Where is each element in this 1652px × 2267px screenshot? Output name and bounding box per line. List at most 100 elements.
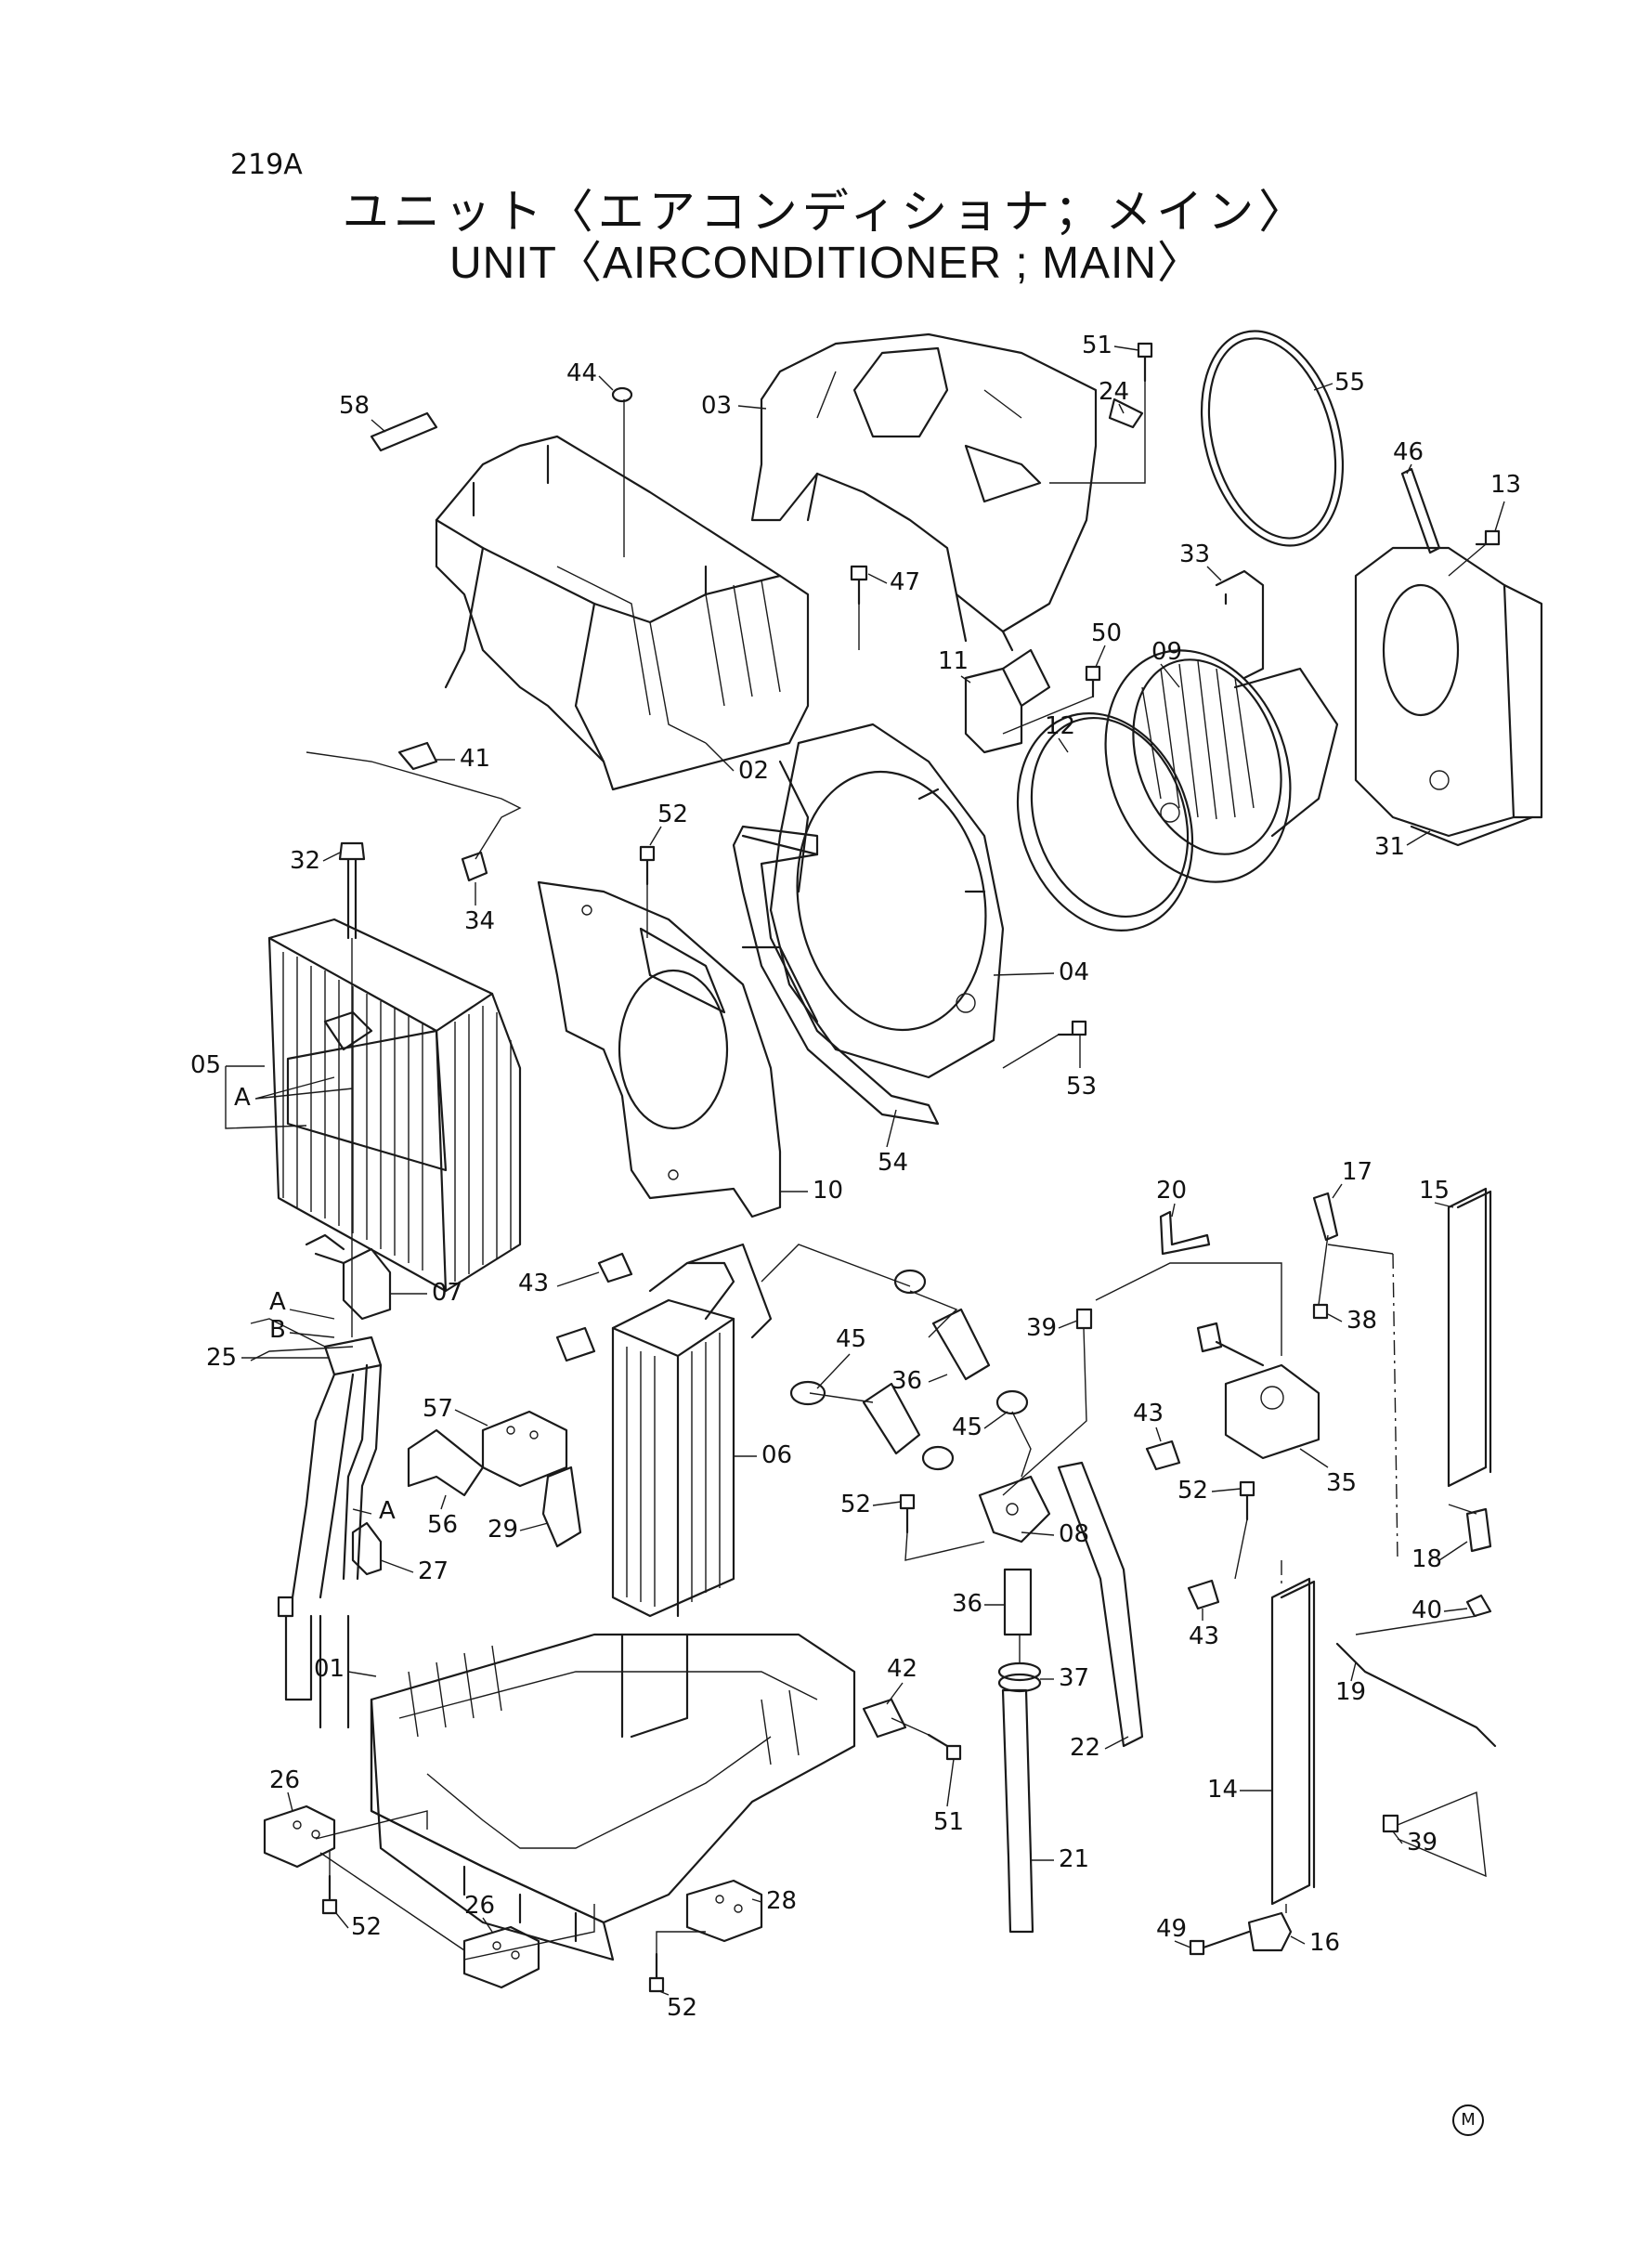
- title-japanese: ユニット〈エアコンディショナ；メイン〉: [342, 185, 1310, 239]
- bracket-24: [1108, 397, 1144, 429]
- label-43a: 43: [518, 1270, 549, 1297]
- screw-49: [1189, 1930, 1251, 1956]
- rod-19: [1335, 1642, 1497, 1748]
- trademark-mark: M: [1452, 2104, 1484, 2136]
- label-16: 16: [1309, 1929, 1340, 1957]
- label-44: 44: [566, 359, 597, 387]
- part-labels: 01 02 03 04 05 06 07 08 09 10 11 12 13 1…: [190, 332, 1521, 2022]
- packing-29: [541, 1466, 582, 1548]
- label-36a: 36: [891, 1367, 922, 1395]
- label-09: 09: [1151, 638, 1182, 666]
- label-33: 33: [1179, 541, 1210, 568]
- label-43b: 43: [1133, 1400, 1164, 1427]
- label-51b: 51: [933, 1808, 964, 1836]
- label-07: 07: [432, 1279, 462, 1307]
- label-04: 04: [1059, 958, 1089, 986]
- label-53: 53: [1066, 1073, 1097, 1101]
- thermostat-35: [1196, 1322, 1320, 1460]
- label-46: 46: [1393, 438, 1424, 466]
- ref-letter-a3: A: [379, 1497, 396, 1525]
- screw-51a: [1137, 342, 1153, 383]
- bracket-28: [685, 1879, 763, 1943]
- clamp-45d: [921, 1445, 955, 1471]
- label-15: 15: [1419, 1177, 1450, 1205]
- fan-ring-12: [1016, 712, 1194, 932]
- label-12: 12: [1045, 712, 1075, 740]
- label-03: 03: [701, 392, 732, 420]
- hose-36b: [862, 1382, 921, 1455]
- hose-21: [1001, 1688, 1034, 1934]
- clip-39a: [1075, 1308, 1093, 1330]
- screw-52d: [321, 1874, 338, 1915]
- label-19: 19: [1335, 1678, 1366, 1706]
- bracket-18: [1465, 1507, 1492, 1553]
- bracket-26a: [263, 1804, 336, 1869]
- cover-plate-10: [537, 880, 782, 1218]
- label-11: 11: [938, 647, 969, 675]
- sensor-34: [306, 751, 522, 882]
- label-13: 13: [1490, 471, 1521, 499]
- label-52b: 52: [840, 1491, 871, 1518]
- label-08: 08: [1059, 1520, 1089, 1548]
- clamp-45a: [789, 1380, 826, 1406]
- label-42: 42: [887, 1655, 917, 1683]
- label-21: 21: [1059, 1845, 1089, 1873]
- bracket-17: [1312, 1192, 1339, 1242]
- leader-lines: [250, 381, 1487, 1961]
- label-39a: 39: [1026, 1314, 1057, 1342]
- clamp-57: [407, 1410, 568, 1497]
- label-14: 14: [1207, 1776, 1238, 1804]
- heater-core-06: [611, 1243, 773, 1618]
- label-25: 25: [206, 1344, 237, 1372]
- screw-52a: [639, 845, 656, 886]
- screw-13: [1475, 529, 1501, 546]
- filter-14: [1270, 1577, 1316, 1906]
- bracket-58: [370, 411, 438, 452]
- page-code: 219A: [230, 149, 303, 181]
- screw-51b: [927, 1733, 962, 1761]
- label-20: 20: [1156, 1177, 1187, 1205]
- ref-letter-a1: A: [234, 1084, 251, 1112]
- label-55: 55: [1334, 369, 1365, 397]
- blower-motor-09: [1104, 649, 1339, 883]
- bracket-20: [1159, 1210, 1211, 1256]
- clip-39b: [1382, 1814, 1399, 1833]
- label-32: 32: [290, 847, 320, 875]
- fan-shroud-04: [741, 723, 1005, 1079]
- label-31: 31: [1374, 833, 1405, 861]
- label-49: 49: [1156, 1915, 1187, 1943]
- clip-40: [1465, 1594, 1492, 1618]
- label-43c: 43: [1189, 1622, 1219, 1650]
- screw-53: [1057, 1020, 1087, 1036]
- label-26a: 26: [269, 1766, 300, 1794]
- label-28: 28: [766, 1887, 797, 1915]
- evaporator-05: [267, 918, 522, 1293]
- label-40: 40: [1411, 1596, 1442, 1624]
- label-45a: 45: [836, 1325, 866, 1353]
- screw-50: [1085, 665, 1101, 698]
- label-36b: 36: [952, 1590, 982, 1618]
- bolt-32: [338, 841, 366, 940]
- clamp-37: [997, 1661, 1042, 1693]
- label-26b: 26: [464, 1892, 495, 1920]
- label-54: 54: [878, 1149, 908, 1177]
- lower-case-01: [370, 1633, 856, 1961]
- clamp-45c: [893, 1269, 927, 1295]
- label-37: 37: [1059, 1664, 1089, 1692]
- screw-52e: [648, 1952, 665, 1993]
- bracket-16: [1247, 1911, 1293, 1952]
- seal-ring-55: [1200, 330, 1345, 547]
- label-58: 58: [339, 392, 370, 420]
- label-39b: 39: [1407, 1829, 1437, 1857]
- hose-22: [1057, 1461, 1144, 1748]
- label-51a: 51: [1082, 332, 1112, 359]
- joint-08: [978, 1475, 1051, 1544]
- hose-36a: [931, 1308, 991, 1381]
- clamp-43c: [1187, 1579, 1220, 1610]
- filter-15: [1447, 1187, 1492, 1488]
- label-06: 06: [761, 1441, 792, 1469]
- hose-36c: [1003, 1568, 1033, 1636]
- label-24: 24: [1099, 378, 1129, 406]
- label-47: 47: [890, 568, 920, 596]
